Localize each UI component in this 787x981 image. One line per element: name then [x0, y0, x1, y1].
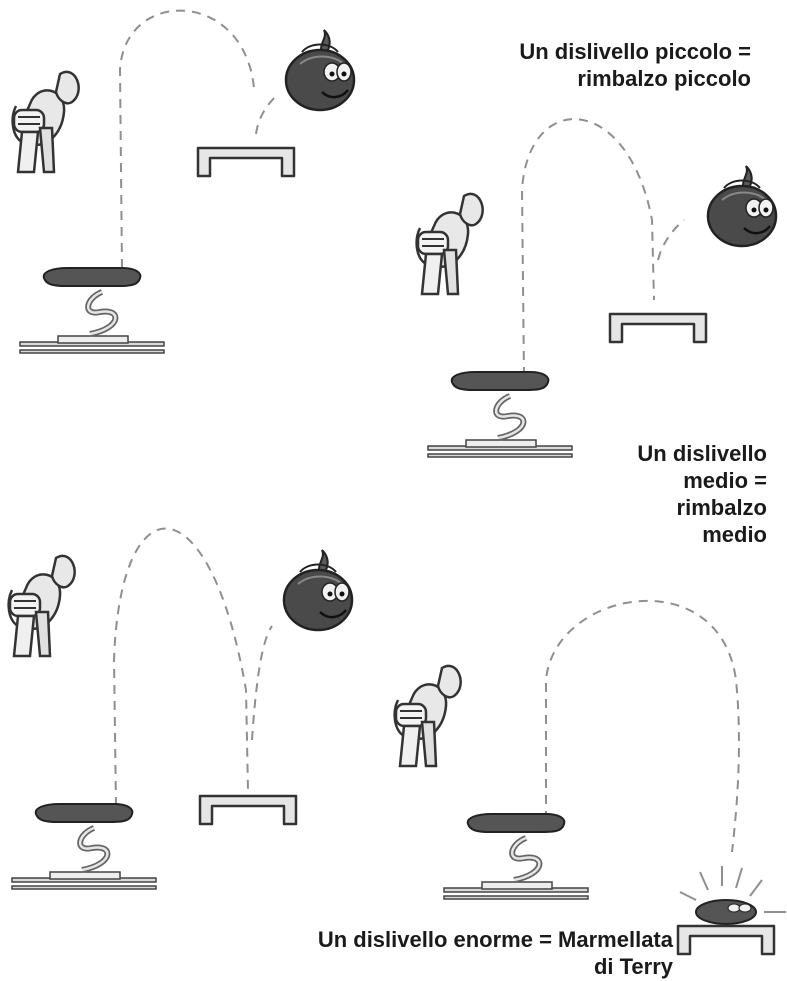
caption-line: di Terry [593, 954, 673, 979]
fan-icon [11, 70, 80, 174]
caption-small-bounce: Un dislivello piccolo = rimbalzo piccolo [519, 38, 751, 92]
fan-icon [393, 664, 462, 768]
jelly-ball-icon [282, 548, 354, 632]
trampoline-icon [20, 268, 164, 353]
caption-line: rimbalzo [676, 495, 767, 520]
panel-small-bounce [11, 9, 356, 353]
splat-icon [679, 866, 786, 925]
trampoline-icon [12, 804, 156, 889]
bounce-path [118, 9, 255, 269]
trampoline-icon [444, 814, 588, 899]
bounce-path-return [251, 625, 273, 741]
caption-line: Un dislivello [637, 441, 767, 466]
bounce-path-return [657, 219, 685, 261]
platform-icon [196, 146, 296, 178]
panel-medium-bounce [415, 118, 778, 457]
fan-icon [415, 192, 484, 296]
jelly-ball-icon [706, 164, 778, 248]
bounce-path [520, 118, 655, 377]
platform-icon [198, 794, 298, 826]
caption-medium-bounce: Un dislivello medio = rimbalzo medio [637, 440, 767, 548]
bounce-path [545, 599, 740, 853]
caption-line: medio [702, 522, 767, 547]
platform-icon [608, 312, 708, 344]
bounce-path [112, 527, 249, 807]
caption-line: medio = [683, 468, 767, 493]
jelly-ball-icon [284, 28, 356, 112]
bounce-path-return [255, 95, 277, 135]
platform-icon [676, 924, 776, 956]
panel-huge-drop [393, 599, 786, 956]
caption-huge-drop: Un dislivello enorme = Marmellata di Ter… [318, 926, 673, 980]
panel-medium-bounce-2 [7, 527, 354, 889]
caption-line: rimbalzo piccolo [577, 66, 751, 91]
fan-icon [7, 554, 76, 658]
trampoline-icon [428, 372, 572, 457]
caption-line: Un dislivello enorme = Marmellata [317, 927, 673, 952]
caption-line: Un dislivello piccolo = [519, 39, 751, 64]
